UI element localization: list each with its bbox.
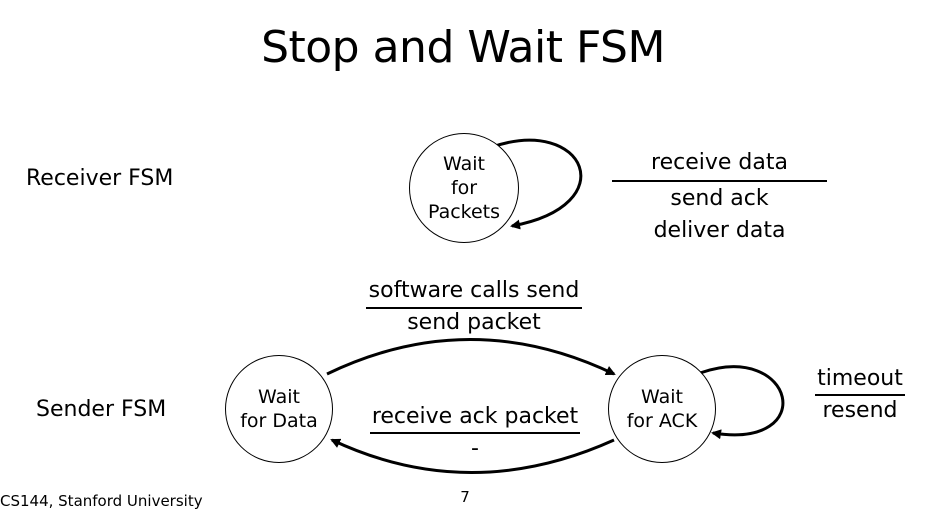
ack-action-label: - <box>471 436 479 461</box>
send-packet-action-label: send packet <box>407 310 541 335</box>
slide-title: Stop and Wait FSM <box>261 22 665 73</box>
receive-ack-packet-event-label: receive ack packet <box>371 404 579 429</box>
send-ack-action-label: send ack <box>670 186 769 211</box>
state-text-line: for Data <box>240 410 318 432</box>
sender-self-loop-arrow <box>699 365 785 440</box>
deliver-data-action-label: deliver data <box>653 218 786 243</box>
receive-ack-arrow <box>330 438 615 474</box>
resend-action-label: resend <box>822 398 898 423</box>
software-calls-send-event-label: software calls send <box>368 278 580 303</box>
state-text-line: Wait <box>258 386 300 408</box>
state-wait-for-packets: Wait for Packets <box>409 133 519 243</box>
state-wait-for-data: Wait for Data <box>225 355 333 463</box>
send-packet-arrow <box>326 338 616 376</box>
state-text-line: Wait <box>641 386 683 408</box>
receiver-fsm-label: Receiver FSM <box>26 166 174 191</box>
footer-course-label: CS144, Stanford University <box>0 492 203 510</box>
state-text-line: for <box>450 177 478 199</box>
state-text-line: Packets <box>427 201 501 223</box>
state-text-line: for ACK <box>626 410 698 432</box>
timeout-event-label: timeout <box>817 366 903 391</box>
state-text-line: Wait <box>443 153 485 175</box>
receiver-self-loop-arrow <box>491 138 583 230</box>
receive-data-event-label: receive data <box>651 150 788 175</box>
state-wait-for-ack: Wait for ACK <box>608 355 716 463</box>
sender-fsm-label: Sender FSM <box>36 397 167 422</box>
page-number: 7 <box>460 488 470 506</box>
